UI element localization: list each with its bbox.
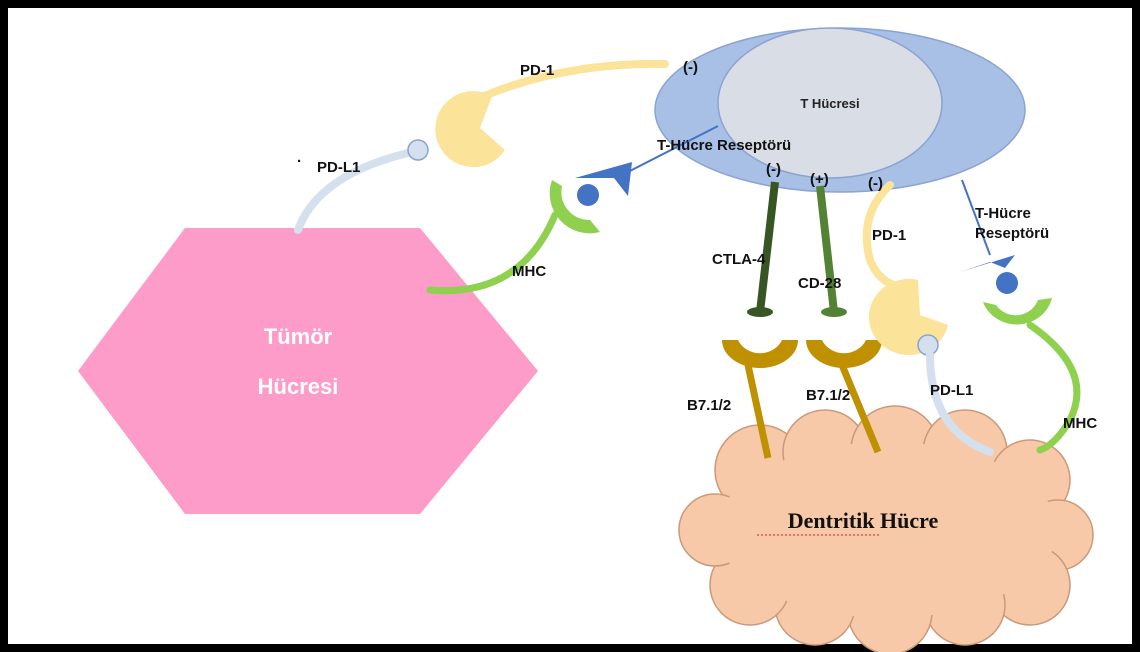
tcr-left-receptor — [575, 162, 632, 196]
mhc-right-stem — [1026, 321, 1081, 454]
tumor-label-line1: Tümör — [264, 324, 333, 349]
pdl1-left-label: PD-L1 — [317, 159, 360, 176]
sign-pd1-top: (-) — [683, 59, 698, 76]
pd1-right-label: PD-1 — [872, 227, 906, 244]
mhc-left-groove — [549, 180, 600, 234]
pdl1-left-dot: · — [297, 153, 302, 170]
ctla4-label: CTLA-4 — [712, 251, 766, 268]
tcr-left-label: T-Hücre Reseptörü — [657, 137, 791, 154]
b7-left-cup — [722, 340, 798, 368]
tcr-right-label-line1: T-Hücre — [975, 205, 1031, 222]
mhc-right-groove — [983, 298, 1052, 325]
pd1-top-stem — [471, 59, 669, 104]
pdl1-right-label: PD-L1 — [930, 382, 973, 399]
tumor-label-line2: Hücresi — [258, 374, 339, 399]
dendritic-cell-core — [717, 442, 1057, 618]
pd1-right-stem — [862, 181, 909, 292]
mhc-right-label: MHC — [1063, 415, 1097, 432]
sign-ctla4: (-) — [766, 161, 781, 178]
b7-left-stem — [744, 364, 772, 459]
sign-cd28: (+) — [810, 171, 829, 188]
b7-right-label: B7.1/2 — [806, 387, 850, 404]
b7-left-label: B7.1/2 — [687, 397, 731, 414]
cd28-stem — [816, 185, 838, 313]
pd1-top-label: PD-1 — [520, 62, 554, 79]
tcr-right-label-line2: Reseptörü — [975, 225, 1049, 242]
antigen-left — [577, 184, 599, 206]
b7-right-cup — [806, 340, 882, 368]
ctla4-head — [747, 307, 773, 317]
t-cell-label: T Hücresi — [800, 96, 859, 111]
dendritic-cell-label: Dentritik Hücre — [788, 508, 939, 533]
mhc-left-stem — [426, 211, 559, 295]
cd28-label: CD-28 — [798, 275, 841, 292]
pdl1-right-stem — [926, 351, 994, 456]
ctla4-stem — [756, 181, 779, 313]
tcr-left-line — [619, 125, 719, 177]
antigen-right — [996, 272, 1018, 294]
tumor-cell — [78, 228, 538, 514]
b7-right-stem — [838, 363, 882, 454]
sign-pd1-right: (-) — [868, 175, 883, 192]
tcr-right-receptor — [960, 255, 1015, 272]
pdl1-left-stem — [294, 149, 412, 234]
tcr-right-line — [961, 179, 991, 256]
pd1-top-receptor — [435, 91, 505, 168]
cd28-head — [821, 307, 847, 317]
t-cell-nucleus — [717, 27, 943, 179]
pdl1-left-ligand — [407, 139, 429, 161]
mhc-left-label: MHC — [512, 263, 546, 280]
